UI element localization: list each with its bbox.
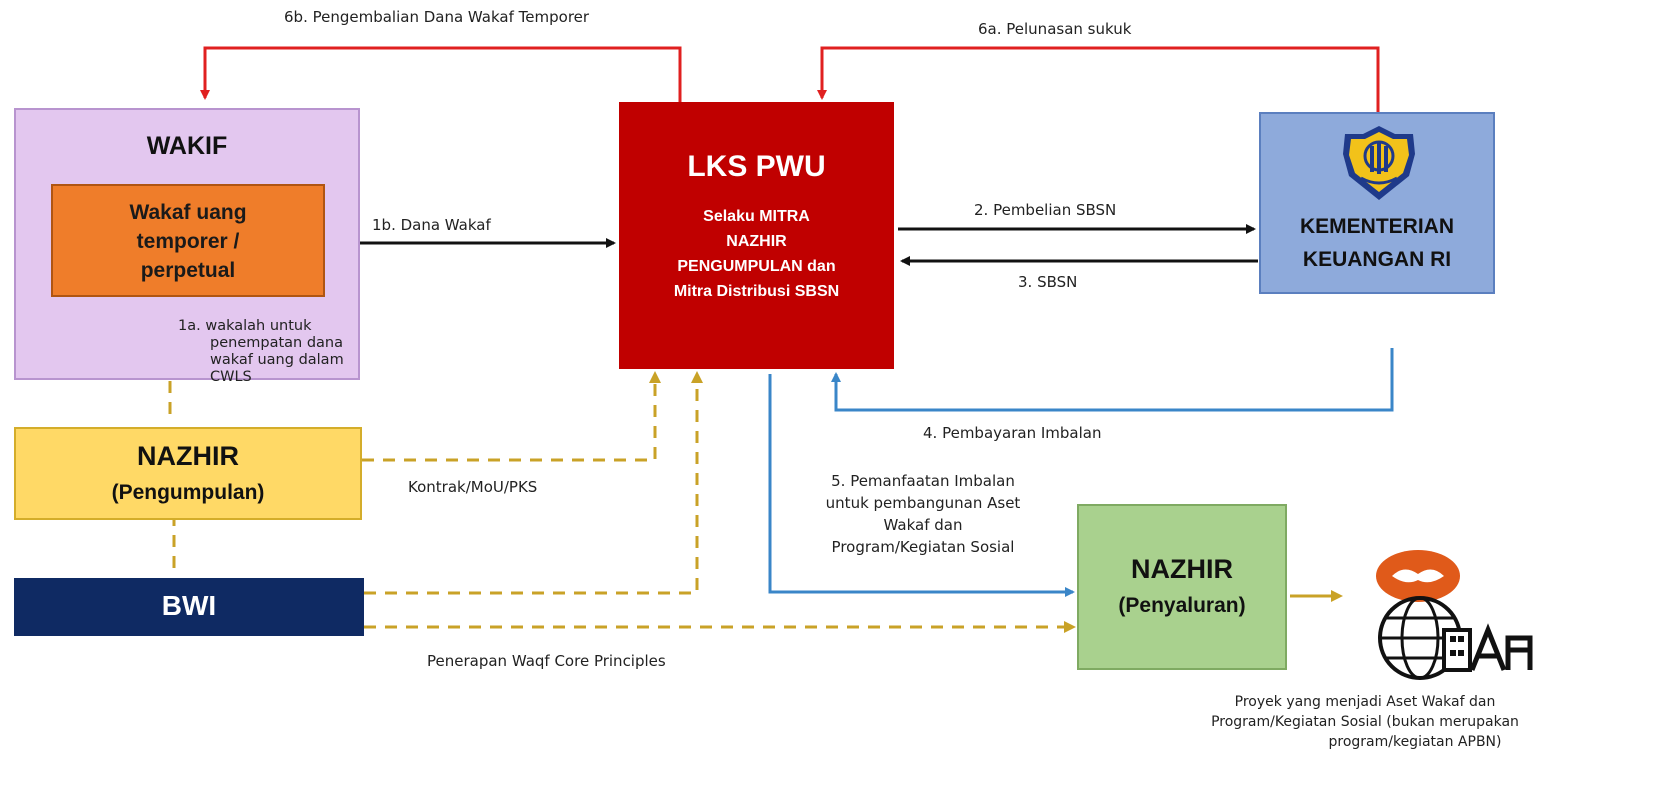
edge-1a-line-4: CWLS	[210, 369, 252, 385]
edge-5-label: 5. Pemanfaatan Imbalan untuk pembangunan…	[800, 470, 1046, 558]
wakif-box: WAKIF Wakaf uang temporer / perpetual	[14, 108, 360, 380]
bwi-box: BWI	[14, 578, 364, 636]
edge-1a-line-2: penempatan dana	[210, 335, 343, 351]
proyek-label: Proyek yang menjadi Aset Wakaf dan Progr…	[1180, 692, 1550, 752]
edge-3-label: 3. SBSN	[1018, 273, 1078, 291]
edge-1a-label: 1a. wakalah untuk penempatan dana wakaf …	[178, 318, 378, 386]
edge-6b-label: 6b. Pengembalian Dana Wakaf Temporer	[284, 8, 590, 26]
edge-2-label: 2. Pembelian SBSN	[974, 201, 1117, 219]
edge-1b-label: 1b. Dana Wakaf	[372, 216, 491, 234]
nazhir-penyaluran-title: NAZHIR	[1131, 554, 1233, 584]
lks-pwu-box: LKS PWU Selaku MITRA NAZHIR PENGUMPULAN …	[619, 102, 894, 369]
lks-pwu-title: LKS PWU	[687, 150, 826, 183]
kemenkeu-emblem-icon	[1343, 126, 1415, 200]
edge-5-line-4: Program/Kegiatan Sosial	[831, 538, 1015, 556]
lks-sub-line-2: NAZHIR	[726, 233, 787, 250]
edge-5-line-2: untuk pembangunan Aset	[825, 494, 1021, 512]
edge-4-line	[831, 348, 1394, 412]
edge-5-line-1: 5. Pemanfaatan Imbalan	[831, 472, 1015, 490]
wakaf-uang-line-1: Wakaf uang	[129, 201, 247, 224]
edge-6a-line	[817, 46, 1380, 112]
nazhir-penyaluran-box: NAZHIR (Penyaluran)	[1077, 504, 1287, 670]
edge-1a-line-1: 1a. wakalah untuk	[178, 318, 312, 334]
kemenkeu-box: KEMENTERIAN KEUANGAN RI	[1259, 112, 1495, 294]
lks-pwu-sub: Selaku MITRA NAZHIR PENGUMPULAN dan Mitr…	[619, 204, 894, 304]
edge-bwi-lks-line	[364, 371, 703, 595]
proyek-line-2: Program/Kegiatan Sosial (bukan merupakan	[1211, 714, 1519, 730]
edge-4-label: 4. Pembayaran Imbalan	[923, 424, 1102, 442]
waqf-core-label: Penerapan Waqf Core Principles	[427, 652, 666, 670]
proyek-line-1: Proyek yang menjadi Aset Wakaf dan	[1234, 694, 1496, 710]
kemenkeu-line-1: KEMENTERIAN	[1299, 215, 1454, 238]
kemenkeu-line-2: KEUANGAN RI	[1302, 248, 1452, 271]
bwi-title: BWI	[161, 590, 217, 621]
wakaf-uang-box: Wakaf uang temporer / perpetual	[51, 184, 325, 297]
kontrak-label: Kontrak/MoU/PKS	[408, 478, 538, 496]
nazhir-pengumpulan-title: NAZHIR	[137, 441, 239, 471]
nazhir-pengumpulan-sub: (Pengumpulan)	[111, 481, 265, 504]
wakaf-uang-line-3: perpetual	[140, 259, 236, 282]
edge-1a-line-3: wakaf uang dalam	[210, 352, 344, 368]
project-globe-handshake-icon	[1376, 550, 1533, 680]
nazhir-penyaluran-sub: (Penyaluran)	[1118, 594, 1246, 617]
nazhir-pengumpulan-box: NAZHIR (Pengumpulan)	[14, 427, 362, 520]
edge-kontrak-line	[362, 371, 661, 462]
proyek-line-3: program/kegiatan APBN)	[1328, 734, 1502, 750]
edge-6b-line	[200, 46, 682, 102]
wakaf-uang-line-2: temporer /	[136, 230, 240, 253]
lks-sub-line-3: PENGUMPULAN dan	[677, 258, 836, 275]
edge-5-line-3: Wakaf dan	[883, 516, 963, 534]
edge-6a-label: 6a. Pelunasan sukuk	[978, 20, 1132, 38]
lks-sub-line-1: Selaku MITRA	[703, 208, 810, 225]
wakif-title: WAKIF	[146, 132, 228, 160]
edge-5-line	[768, 374, 1075, 597]
lks-sub-line-4: Mitra Distribusi SBSN	[673, 283, 840, 300]
kemenkeu-label: KEMENTERIAN KEUANGAN RI	[1261, 210, 1493, 276]
